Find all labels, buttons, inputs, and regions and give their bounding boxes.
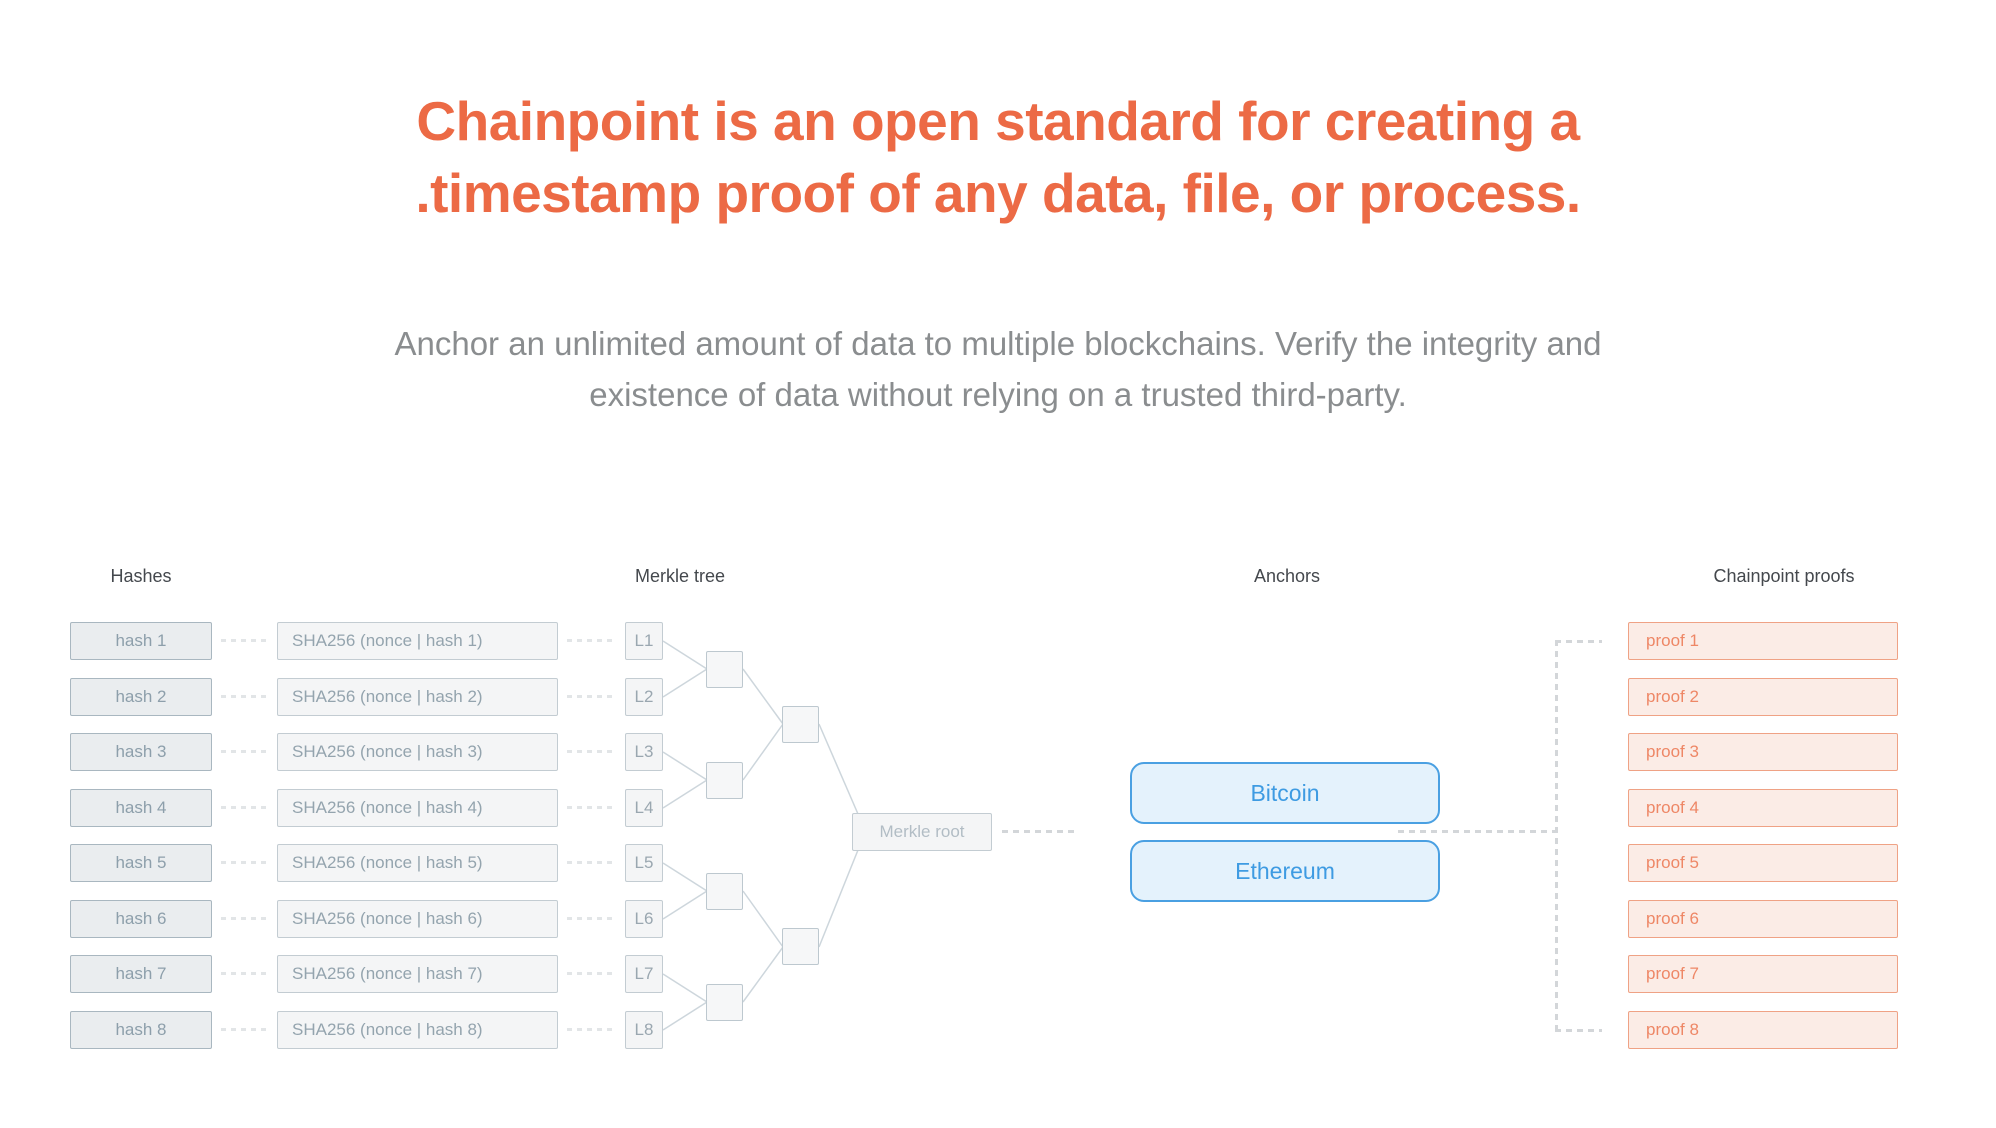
hash-box: hash 5 xyxy=(70,844,212,882)
dashed-connector-hash-to-sha xyxy=(221,695,267,698)
dashed-connector-hash-to-sha xyxy=(221,917,267,920)
page-subtitle-line2: existence of data without relying on a t… xyxy=(589,376,1407,414)
sha256-box: SHA256 (nonce | hash 5) xyxy=(277,844,558,882)
dashed-connector-sha-to-leaf xyxy=(567,861,615,864)
sha256-box: SHA256 (nonce | hash 2) xyxy=(277,678,558,716)
merkle-node-pair-5-6 xyxy=(706,873,743,910)
merkle-node-pair-3-4 xyxy=(706,762,743,799)
dashed-connector-sha-to-leaf xyxy=(567,639,615,642)
merkle-leaf-box: L3 xyxy=(625,733,663,771)
hash-box: hash 1 xyxy=(70,622,212,660)
proof-box: proof 3 xyxy=(1628,733,1898,771)
merkle-node-lower-branch xyxy=(782,928,819,965)
bitcoin-anchor-button[interactable]: Bitcoin xyxy=(1130,762,1440,824)
merkle-node-pair-1-2 xyxy=(706,651,743,688)
page-title-line2: timestamp proof of any data, file, or pr… xyxy=(430,161,1581,224)
dashed-connector-hash-to-sha xyxy=(221,1028,267,1031)
dashed-connector-anchors-to-proofs xyxy=(1398,830,1555,833)
column-header-anchors: Anchors xyxy=(1253,566,1321,586)
dashed-connector-hash-to-sha xyxy=(221,861,267,864)
page-subtitle: Anchor an unlimited amount of data to mu… xyxy=(0,318,1996,420)
hash-box: hash 4 xyxy=(70,789,212,827)
merkle-leaf-box: L4 xyxy=(625,789,663,827)
merkle-leaf-box: L2 xyxy=(625,678,663,716)
sha256-box: SHA256 (nonce | hash 7) xyxy=(277,955,558,993)
sha256-box: SHA256 (nonce | hash 1) xyxy=(277,622,558,660)
hash-box: hash 3 xyxy=(70,733,212,771)
hash-box: hash 2 xyxy=(70,678,212,716)
sha256-box: SHA256 (nonce | hash 6) xyxy=(277,900,558,938)
column-header-hashes: Hashes xyxy=(110,566,172,586)
dashed-connector-sha-to-leaf xyxy=(567,917,615,920)
proof-box: proof 8 xyxy=(1628,1011,1898,1049)
sha256-box: SHA256 (nonce | hash 3) xyxy=(277,733,558,771)
dashed-bracket-bottom-stub xyxy=(1555,1029,1602,1032)
dashed-connector-hash-to-sha xyxy=(221,972,267,975)
proof-box: proof 2 xyxy=(1628,678,1898,716)
merkle-node-pair-7-8 xyxy=(706,984,743,1021)
merkle-root-box: Merkle root xyxy=(852,813,992,851)
page-subtitle-line1: Anchor an unlimited amount of data to mu… xyxy=(394,325,1602,362)
proof-box: proof 1 xyxy=(1628,622,1898,660)
sha256-box: SHA256 (nonce | hash 4) xyxy=(277,789,558,827)
page-title: Chainpoint is an open standard for creat… xyxy=(415,90,1581,224)
merkle-leaf-box: L6 xyxy=(625,900,663,938)
dashed-connector-sha-to-leaf xyxy=(567,695,615,698)
merkle-leaf-box: L1 xyxy=(625,622,663,660)
hash-box: hash 7 xyxy=(70,955,212,993)
merkle-leaf-box: L8 xyxy=(625,1011,663,1049)
dashed-bracket-vertical xyxy=(1555,640,1558,1032)
dashed-connector-sha-to-leaf xyxy=(567,1028,615,1031)
ethereum-anchor-button[interactable]: Ethereum xyxy=(1130,840,1440,902)
merkle-node-upper-branch xyxy=(782,706,819,743)
column-header-chainpoint-proofs: Chainpoint proofs xyxy=(1713,566,1855,586)
proof-box: proof 6 xyxy=(1628,900,1898,938)
hash-box: hash 8 xyxy=(70,1011,212,1049)
sha256-box: SHA256 (nonce | hash 8) xyxy=(277,1011,558,1049)
hash-box: hash 6 xyxy=(70,900,212,938)
merkle-leaf-box: L7 xyxy=(625,955,663,993)
dashed-bracket-top-stub xyxy=(1555,640,1602,643)
dashed-connector-root-to-anchors xyxy=(1002,830,1078,833)
proof-box: proof 4 xyxy=(1628,789,1898,827)
proof-box: proof 7 xyxy=(1628,955,1898,993)
proof-box: proof 5 xyxy=(1628,844,1898,882)
dashed-connector-hash-to-sha xyxy=(221,639,267,642)
column-header-merkle-tree: Merkle tree xyxy=(634,566,726,586)
page-title-line1: Chainpoint is an open standard for creat… xyxy=(416,90,1580,152)
merkle-leaf-box: L5 xyxy=(625,844,663,882)
dashed-connector-hash-to-sha xyxy=(221,750,267,753)
dashed-connector-sha-to-leaf xyxy=(567,750,615,753)
dashed-connector-hash-to-sha xyxy=(221,806,267,809)
dashed-connector-sha-to-leaf xyxy=(567,806,615,809)
dashed-connector-sha-to-leaf xyxy=(567,972,615,975)
